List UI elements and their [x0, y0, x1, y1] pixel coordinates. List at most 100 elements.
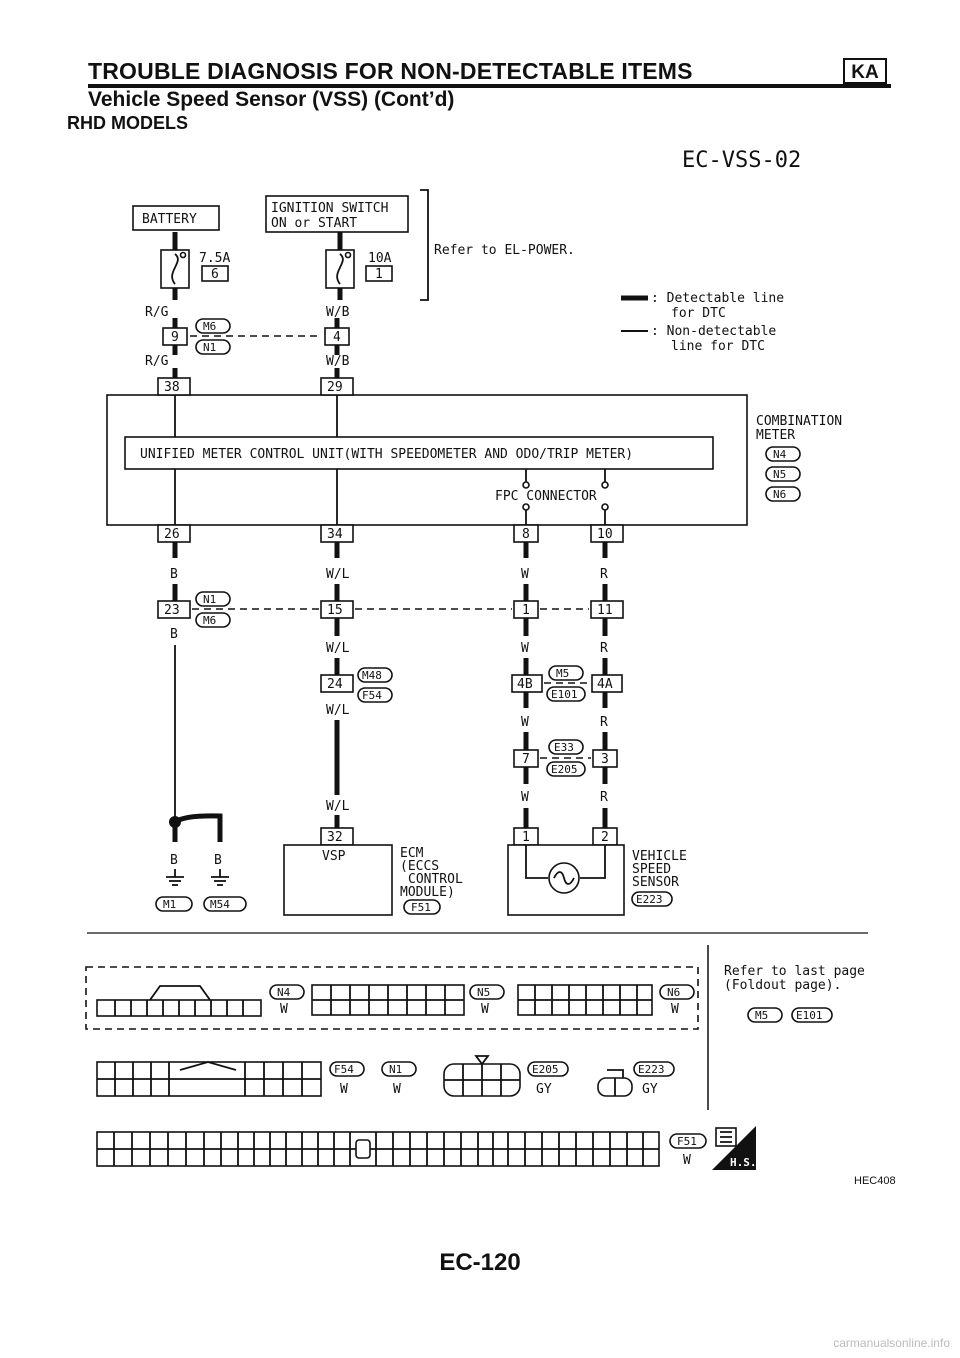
connector-e205-color: GY	[536, 1082, 552, 1097]
pin-4: 4	[333, 330, 341, 345]
connector-f54-face	[96, 1061, 322, 1097]
connector-n6-view-tag	[659, 984, 695, 1000]
fuse-2-number: 1	[375, 267, 383, 282]
connector-n1-color: W	[393, 1082, 401, 1097]
wire-color-b-4: B	[214, 853, 222, 868]
wire-color-b-2: B	[170, 627, 178, 642]
pin-29: 29	[327, 380, 343, 395]
connector-m5-tag	[548, 665, 584, 681]
connector-e223-color: GY	[642, 1082, 658, 1097]
connector-e33-tag	[548, 739, 584, 755]
page-header-title: TROUBLE DIAGNOSIS FOR NON-DETECTABLE ITE…	[88, 58, 693, 84]
wire-color-w-2: W	[521, 641, 529, 656]
wire-color-wl-4: W/L	[326, 799, 350, 814]
connector-m1-tag	[155, 896, 193, 912]
connector-f51-face	[96, 1131, 660, 1167]
page-header-subtitle: Vehicle Speed Sensor (VSS) (Cont’d)	[88, 88, 455, 111]
section-title: RHD MODELS	[67, 113, 188, 133]
connector-e223-tag	[631, 891, 673, 907]
page-number: EC-120	[439, 1249, 521, 1276]
pin-11: 11	[597, 603, 613, 618]
harness-side-label: H.S.	[730, 1156, 757, 1169]
header-rule	[88, 84, 891, 88]
pin-7: 7	[522, 752, 530, 767]
connector-n6-view: N6	[667, 986, 680, 999]
connector-n6: N6	[773, 488, 786, 501]
pin-4b: 4B	[517, 677, 533, 692]
pin-1: 1	[522, 603, 530, 618]
connector-e101-view-tag	[791, 1007, 833, 1023]
connector-n1-view-tag	[381, 1061, 417, 1077]
connector-n4-tag	[765, 446, 801, 462]
fuse-1-rating: 7.5A	[199, 251, 230, 266]
unified-meter-control-unit	[124, 436, 714, 470]
connector-e223-face	[597, 1069, 633, 1097]
model-badge: KA	[843, 58, 887, 84]
connector-n5-color: W	[481, 1002, 489, 1017]
connector-e33: E33	[554, 741, 574, 754]
refer-last-page-2: (Foldout page).	[724, 978, 841, 993]
wire-color-r-2: R	[600, 641, 608, 656]
wire-color-w-1: W	[521, 567, 529, 582]
connector-f51-view-tag	[669, 1133, 707, 1149]
connector-f54-view: F54	[334, 1063, 354, 1076]
connector-n5-view-tag	[469, 984, 505, 1000]
legend-detectable-1: : Detectable line	[651, 291, 784, 306]
connector-f54: F54	[362, 689, 382, 702]
pin-38-box	[157, 377, 191, 396]
fuse-2-rating: 10A	[368, 251, 392, 266]
wire-color-w-3: W	[521, 715, 529, 730]
pin-9: 9	[171, 330, 179, 345]
connector-m1: M1	[163, 898, 176, 911]
connector-f51-tag	[403, 899, 441, 915]
connector-e205-face	[443, 1055, 521, 1097]
ecm-vsp-label: VSP	[322, 849, 346, 864]
connector-n5-tag	[765, 466, 801, 482]
pin-15: 15	[327, 603, 343, 618]
connector-n1-2: N1	[203, 593, 216, 606]
connector-f54-color: W	[340, 1082, 348, 1097]
connector-n4-view: N4	[277, 986, 291, 999]
diagram-code: EC-VSS-02	[682, 148, 801, 173]
ecm-label-3: CONTROL	[408, 872, 463, 887]
connector-f51: F51	[411, 901, 431, 914]
wire-color-wl-3: W/L	[326, 703, 350, 718]
connector-m6-tag	[195, 318, 231, 334]
pin-26: 26	[164, 527, 180, 542]
connector-m5-view: M5	[755, 1009, 768, 1022]
wire-color-b-3: B	[170, 853, 178, 868]
wire-color-w-4: W	[521, 790, 529, 805]
pin-3: 3	[601, 752, 609, 767]
connector-n6-tag	[765, 486, 801, 502]
wire-color-rg-1: R/G	[145, 305, 169, 320]
fuse-1-number-box	[201, 265, 229, 282]
connector-f51-view: F51	[677, 1135, 697, 1148]
pin-2: 2	[601, 830, 609, 845]
refer-power-label: Refer to EL-POWER.	[434, 243, 575, 258]
legend-nondetectable-1: : Non-detectable	[651, 324, 776, 339]
pin-24-box	[320, 674, 354, 693]
ignition-label-1: IGNITION SWITCH	[271, 201, 388, 216]
pin-23-box	[157, 600, 191, 619]
wire-color-b-1: B	[170, 567, 178, 582]
pin-38: 38	[164, 380, 180, 395]
connector-e101: E101	[551, 688, 578, 701]
vss-label-1: VEHICLE	[632, 849, 687, 864]
fpc-connector-label: FPC CONNECTOR	[495, 489, 597, 504]
wire-color-r-3: R	[600, 715, 608, 730]
connector-m48-tag	[357, 667, 393, 683]
connector-e223-view: E223	[638, 1063, 665, 1076]
pin-8: 8	[522, 527, 530, 542]
wire-color-wb-1: W/B	[326, 305, 350, 320]
connector-n4: N4	[773, 448, 787, 461]
ecm-box	[283, 844, 393, 916]
vss-label-3: SENSOR	[632, 875, 679, 890]
wire-color-rg-2: R/G	[145, 354, 169, 369]
fuse-10a	[325, 232, 355, 300]
connector-e205: E205	[551, 763, 578, 776]
pin-34: 34	[327, 527, 343, 542]
connector-m6-tag-2	[195, 612, 231, 628]
wire-color-r-4: R	[600, 790, 608, 805]
pin-10: 10	[597, 527, 613, 542]
